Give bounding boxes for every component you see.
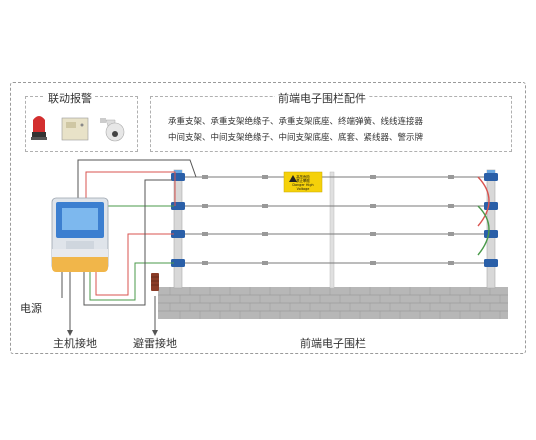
lightning-ground-label: 避雷接地 [133, 337, 177, 350]
parts-line-2: 中间支架、中间支架绝缘子、中间支架底座、底套、紧线器、警示牌 [168, 133, 424, 143]
dome-camera-icon [100, 118, 125, 142]
host-ground-label: 主机接地 [53, 337, 97, 350]
parts-line-1: 承重支架、承重支架绝缘子、承重支架底座、终端弹簧、线线连接器 [168, 117, 424, 127]
end-loop-red [477, 176, 490, 227]
host-ground-arrow [67, 330, 73, 336]
system-frame [10, 82, 526, 354]
end-loop-green [477, 205, 490, 256]
insulators [171, 173, 498, 267]
warning-sign [283, 171, 323, 193]
host-lead-wires [77, 159, 197, 306]
warning-light-icon [31, 116, 47, 140]
parts-section-title: 前端电子围栏配件 [275, 90, 369, 106]
lightning-arrester-icon [151, 273, 159, 336]
warning-sign-line-2: 禁止攀爬 [296, 179, 310, 183]
insulator-rings [174, 170, 495, 173]
end-post-right [486, 169, 496, 289]
warning-sign-line-1: 高压危险 [296, 175, 310, 179]
front-fence-label: 前端电子围栏 [300, 337, 366, 350]
warning-sign-line-3: Danger High Voltage [292, 183, 314, 191]
wire-tensioners [202, 175, 454, 265]
warning-sign-text: 高压危险 禁止攀爬 Danger High Voltage [286, 175, 320, 191]
alarm-section-title: 联动报警 [45, 90, 95, 106]
middle-post [329, 171, 335, 289]
brick-wall [158, 287, 508, 319]
power-label: 电源 [20, 302, 42, 315]
host-unit [51, 197, 109, 272]
fence-wires [178, 176, 491, 264]
alarm-panel-icon [61, 117, 89, 141]
